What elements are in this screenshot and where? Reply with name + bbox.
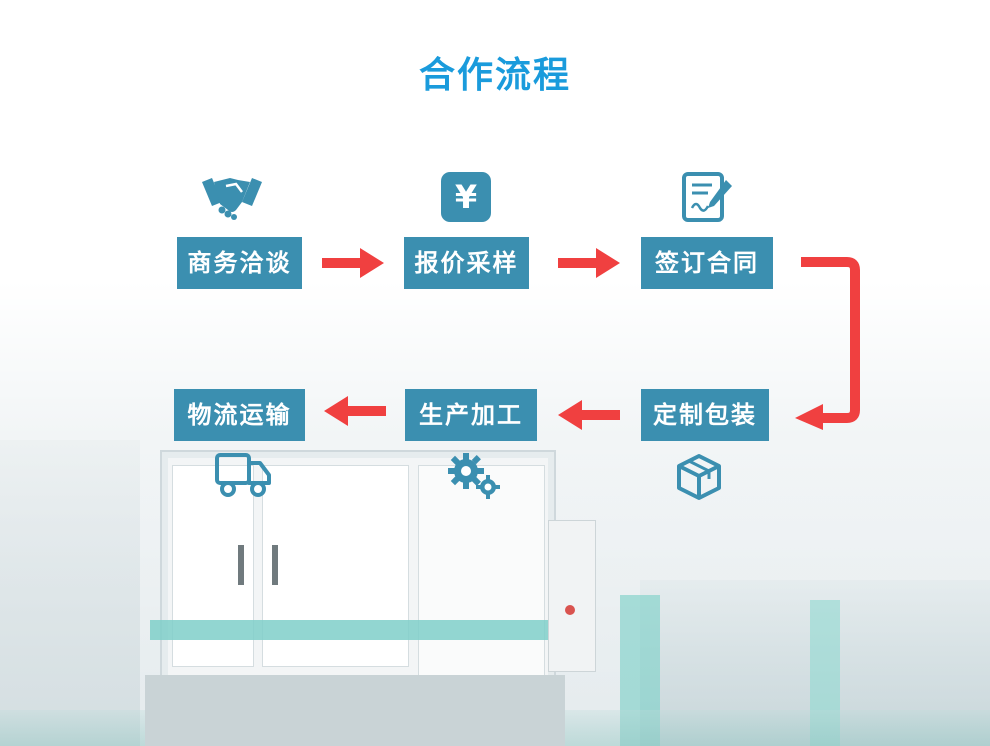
background-control-panel [548, 520, 596, 672]
step-business-negotiation: 商务洽谈 [177, 237, 302, 289]
gears-icon [448, 453, 500, 499]
handshake-icon [202, 178, 262, 220]
arrow-down-left-connector [795, 257, 860, 430]
background-machine-base [145, 675, 565, 746]
step-custom-packaging: 定制包装 [641, 389, 769, 441]
background-machine-frame [150, 620, 560, 640]
step-sign-contract: 签订合同 [641, 237, 773, 289]
step-quotation-sampling: 报价采样 [404, 237, 529, 289]
step-logistics-transport: 物流运输 [174, 389, 305, 441]
arrow-right [322, 248, 384, 278]
background-door-handle [272, 545, 278, 585]
truck-icon [215, 453, 271, 497]
step-production-processing: 生产加工 [405, 389, 537, 441]
arrow-right [558, 248, 620, 278]
box-icon [677, 454, 721, 500]
background-machine-left [0, 440, 140, 746]
background-cabinet-door [418, 465, 545, 677]
background-emergency-button [565, 605, 575, 615]
arrow-left [558, 400, 620, 430]
background-door-handle [238, 545, 244, 585]
page-title: 合作流程 [418, 55, 571, 96]
arrow-left [324, 396, 386, 426]
contract-icon [682, 172, 732, 222]
yuan-icon: ¥ [441, 172, 491, 222]
